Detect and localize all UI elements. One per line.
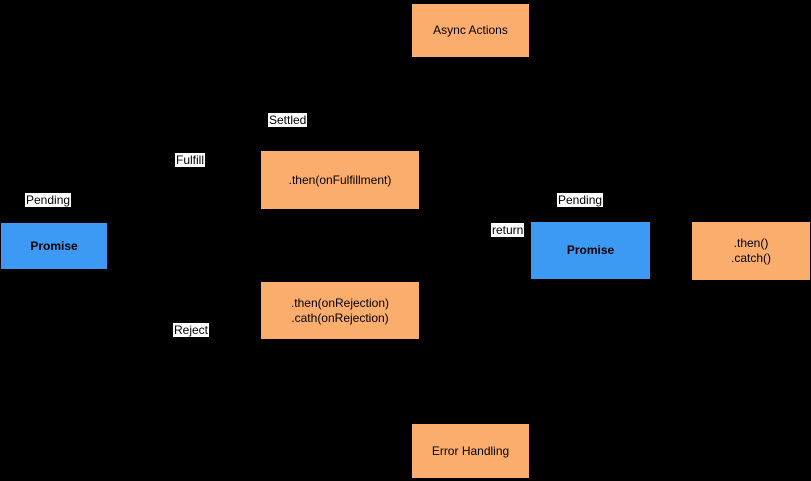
node-then-rejection[interactable]: .then(onRejection) .cath(onRejection): [260, 281, 420, 340]
node-promise-initial[interactable]: Promise: [0, 222, 108, 270]
node-then-catch[interactable]: .then() .catch(): [691, 221, 811, 281]
node-promise-returned[interactable]: Promise: [530, 221, 651, 280]
edge-rejection-horizontal: [420, 310, 470, 311]
node-promise-returned-label: Promise: [566, 243, 615, 257]
node-then-rejection-label-line1: .then(onRejection): [290, 295, 390, 310]
node-error-handling-label: Error Handling: [431, 443, 510, 458]
edge-promise-to-reject: [108, 245, 109, 311]
node-then-catch-label-line2: .catch(): [730, 251, 771, 265]
edge-label-pending-right: Pending: [557, 193, 604, 207]
edge-label-return: return: [491, 223, 525, 237]
edge-promise-to-fulfill: [108, 245, 260, 246]
node-async-actions-label: Async Actions: [433, 23, 508, 37]
node-then-rejection-label-line2: .cath(onRejection): [291, 310, 389, 325]
node-error-handling[interactable]: Error Handling: [411, 423, 530, 479]
edge-rejection-to-error: [470, 310, 471, 423]
node-then-fulfillment[interactable]: .then(onFulfillment): [260, 150, 420, 210]
edge-label-pending-left: Pending: [25, 193, 72, 207]
edge-reject-horizontal: [108, 310, 260, 311]
edge-promise-to-then-catch: [651, 251, 691, 252]
edge-settled-to-async: [470, 58, 471, 150]
node-then-fulfillment-label: .then(onFulfillment): [288, 172, 392, 187]
edge-fulfill-to-return: [420, 180, 530, 181]
edge-label-reject: Reject: [173, 323, 210, 337]
node-promise-initial-label: Promise: [30, 238, 78, 253]
node-async-actions[interactable]: Async Actions: [411, 3, 530, 58]
edge-label-settled: Settled: [268, 113, 308, 127]
node-then-catch-label-line1: .then(): [733, 236, 769, 250]
edge-return-to-promise: [470, 245, 530, 246]
edge-fulfill-vertical: [259, 180, 260, 246]
edge-label-fulfill: Fulfill: [175, 153, 206, 167]
